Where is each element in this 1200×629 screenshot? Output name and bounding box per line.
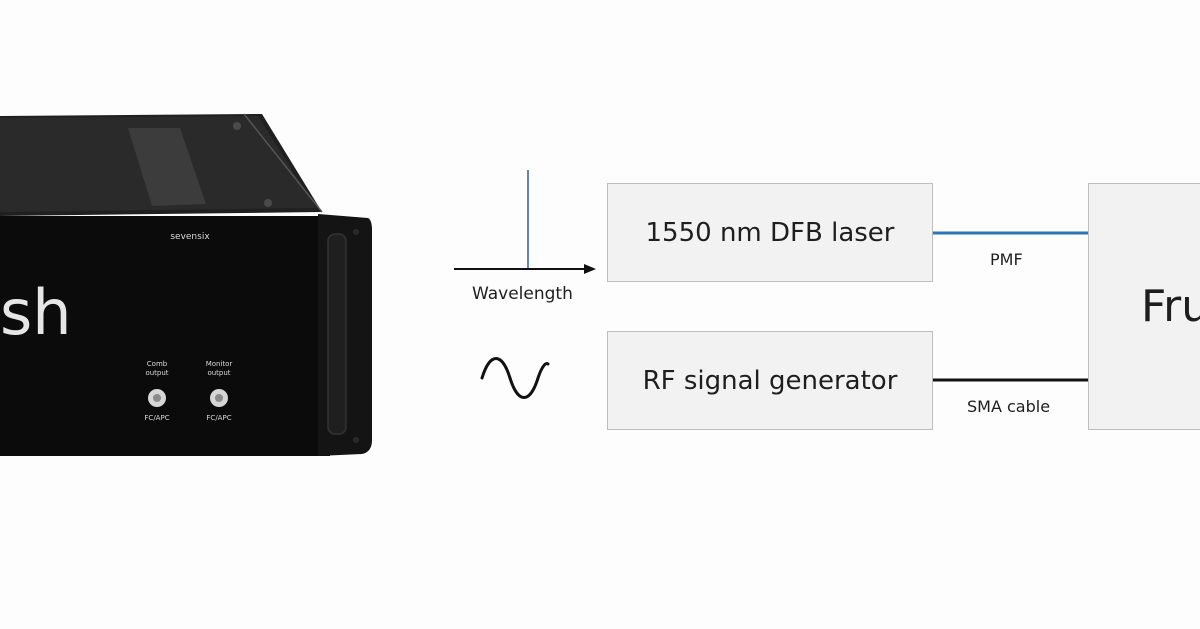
sma-cable-label: SMA cable <box>967 397 1051 416</box>
comb-output-connector-type: FC/APC <box>144 414 170 422</box>
device-top-vent <box>128 128 206 206</box>
comb-output-label: Comb output <box>145 360 169 377</box>
device-front-logo-text: sh <box>0 276 72 349</box>
rf-signal-generator-box: RF signal generator <box>607 331 933 430</box>
wavelength-axis-label: Wavelength <box>472 284 573 304</box>
pmf-label: PMF <box>990 250 1023 269</box>
comb-generator-device-image <box>0 113 372 456</box>
device-front-panel <box>0 216 330 456</box>
device-screw <box>264 199 272 207</box>
device-screw <box>233 122 241 130</box>
monitor-output-label: Monitor output <box>205 360 233 377</box>
frequency-comb-label: Fru <box>1141 281 1200 332</box>
dfb-laser-box: 1550 nm DFB laser <box>607 183 933 282</box>
dfb-laser-label: 1550 nm DFB laser <box>645 217 895 248</box>
device-brand-label: sevensix <box>170 232 210 242</box>
rf-sine-wave-icon <box>480 357 550 399</box>
monitor-output-connector-type: FC/APC <box>206 414 232 422</box>
frequency-comb-box: Fru <box>1088 183 1200 430</box>
wavelength-axis-arrowhead <box>584 264 596 274</box>
device-handle <box>327 233 347 435</box>
rf-signal-generator-label: RF signal generator <box>642 365 898 396</box>
